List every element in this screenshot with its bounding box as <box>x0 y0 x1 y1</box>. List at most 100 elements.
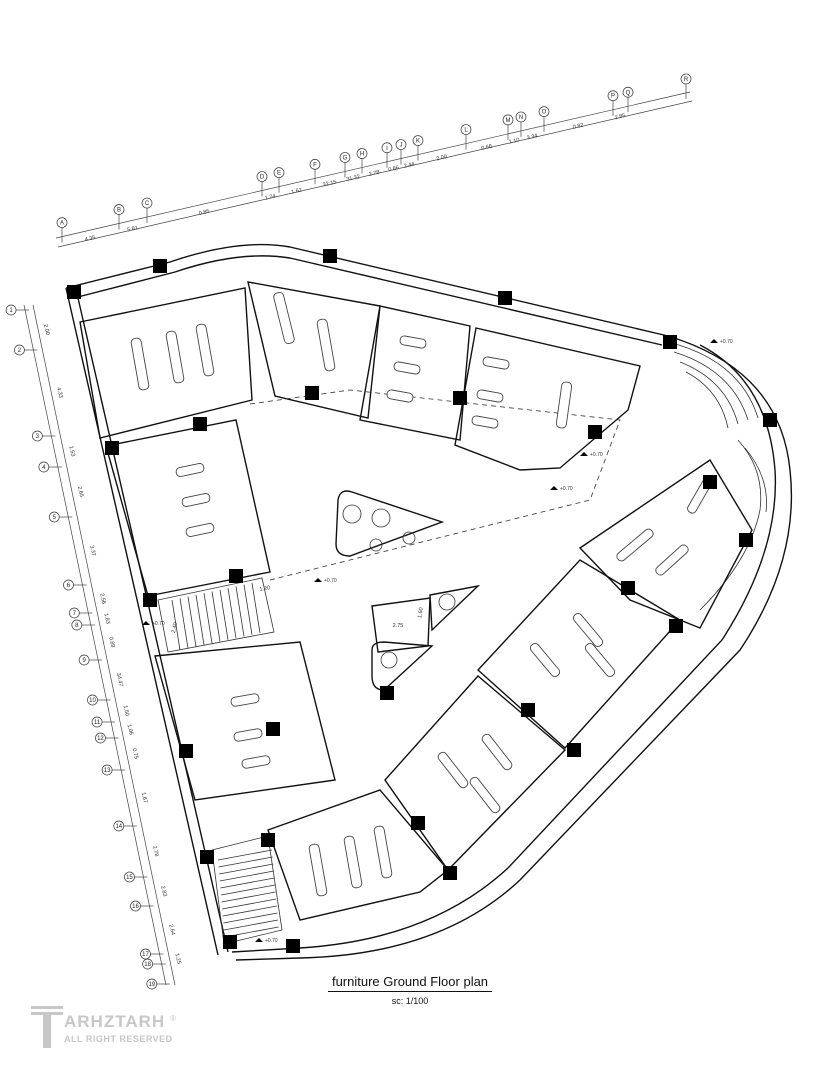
east-offices <box>267 459 753 921</box>
grid-label: 19 <box>148 982 155 988</box>
dimension-value: 3.37 <box>88 545 96 557</box>
desk <box>437 751 469 789</box>
dimension-value: 1.74 <box>264 194 276 202</box>
grid-label: M <box>506 118 511 124</box>
grid-label: 17 <box>142 952 149 958</box>
grid-label: 18 <box>144 962 151 968</box>
grid-label: 11 <box>94 720 101 726</box>
grid-label: 2 <box>18 348 22 354</box>
grid-bubble-5: 5 <box>48 511 73 523</box>
dimension-value: 2.65 <box>76 486 84 498</box>
dimension-value: 0.89 <box>107 636 115 648</box>
grid-bubble-M: M <box>502 114 514 140</box>
column <box>567 743 581 757</box>
grid-bubble-11: 11 <box>91 716 116 728</box>
grid-bubble-H: H <box>356 148 368 174</box>
dimension-value: 2.78 <box>151 845 159 857</box>
desk <box>393 361 421 375</box>
grid-bubble-I: I <box>381 142 393 168</box>
dimension-value: 1.06 <box>126 724 134 736</box>
grid-label: A <box>60 221 64 227</box>
grid-label: K <box>416 139 420 145</box>
desk <box>181 492 211 508</box>
structural-columns <box>67 249 777 953</box>
desk <box>195 323 215 377</box>
level-value: +0.70 <box>324 578 337 584</box>
desk <box>343 835 363 889</box>
dimension-value: 2.64 <box>167 924 175 936</box>
grid-label: 3 <box>36 434 40 440</box>
grid-bubble-4: 4 <box>38 461 62 473</box>
grid-label: J <box>400 143 403 149</box>
brand-logo: ARHZTARH ® ALL RIGHT RESERVED <box>30 1004 190 1054</box>
grid-bubble-10: 10 <box>87 694 111 706</box>
desk <box>481 733 513 771</box>
desk <box>230 693 260 707</box>
desk <box>555 381 573 429</box>
grid-bubble-18: 18 <box>142 958 166 970</box>
grid-bubble-G: G <box>339 152 351 178</box>
level-mark: +0.70 <box>710 339 733 345</box>
dimension-value: 1.67 <box>140 792 148 804</box>
grid-bubble-J: J <box>395 139 407 165</box>
building-envelope <box>65 243 793 961</box>
level-value: +0.70 <box>152 621 165 627</box>
grid-bubble-2: 2 <box>14 344 38 356</box>
grid-bubble-19: 19 <box>146 978 170 990</box>
desk <box>373 825 393 879</box>
column <box>453 391 467 405</box>
desk <box>572 612 604 648</box>
grid-label: 15 <box>126 875 133 881</box>
plan-scale: sc: 1/100 <box>391 996 429 1006</box>
dimension-value: 1.83 <box>102 613 110 625</box>
plan-title: furniture Ground Floor plan <box>327 974 493 992</box>
grid-label: G <box>343 155 348 161</box>
planter-north <box>335 490 445 557</box>
dimension-value: 1.53 <box>67 445 75 457</box>
column <box>669 619 683 633</box>
desk <box>241 755 271 769</box>
column <box>663 335 677 349</box>
desk <box>185 522 215 538</box>
grid-label: F <box>313 162 317 168</box>
dimension-value: 32.15 <box>322 179 337 188</box>
column <box>261 833 275 847</box>
dimension-value: 2.44 <box>403 161 415 169</box>
column <box>763 413 777 427</box>
desk <box>386 389 414 403</box>
grid-label: N <box>519 115 523 121</box>
grid-label: 13 <box>104 768 111 774</box>
grid-bubble-K: K <box>412 135 424 161</box>
grid-bubble-14: 14 <box>113 820 137 832</box>
desk <box>482 356 510 370</box>
desk <box>316 318 336 372</box>
grid-bubble-N: N <box>515 111 527 137</box>
column <box>143 593 157 607</box>
logo-registered-mark: ® <box>170 1014 176 1023</box>
dimension-value: 1.25 <box>173 953 181 965</box>
grid-label: 4 <box>42 465 46 471</box>
logo-t-mark-icon <box>31 1006 63 1048</box>
column <box>67 285 81 299</box>
column <box>380 686 394 700</box>
dimension-value: 0.82 <box>572 123 584 131</box>
grid-bubble-3: 3 <box>32 430 56 442</box>
logo-brand-text: ARHZTARH <box>64 1012 166 1031</box>
grid-label: P <box>611 94 615 100</box>
grid-bubble-A: A <box>56 217 68 243</box>
stair-south <box>211 835 283 945</box>
grid-bubble-D: D <box>256 171 268 197</box>
dimension-value: 4.35 <box>84 235 96 243</box>
grid-label: 14 <box>115 824 122 830</box>
level-mark: +0.70 <box>142 621 165 627</box>
level-mark: +0.70 <box>580 452 603 458</box>
core-dimension: 2.75 <box>393 623 404 629</box>
dimension-value: 5.81 <box>127 225 139 233</box>
column <box>305 386 319 400</box>
grid-bubble-8: 8 <box>71 619 95 631</box>
level-marks: +0.70+0.70+0.70+0.70+0.70+0.70 <box>142 339 733 944</box>
desk <box>469 776 501 814</box>
